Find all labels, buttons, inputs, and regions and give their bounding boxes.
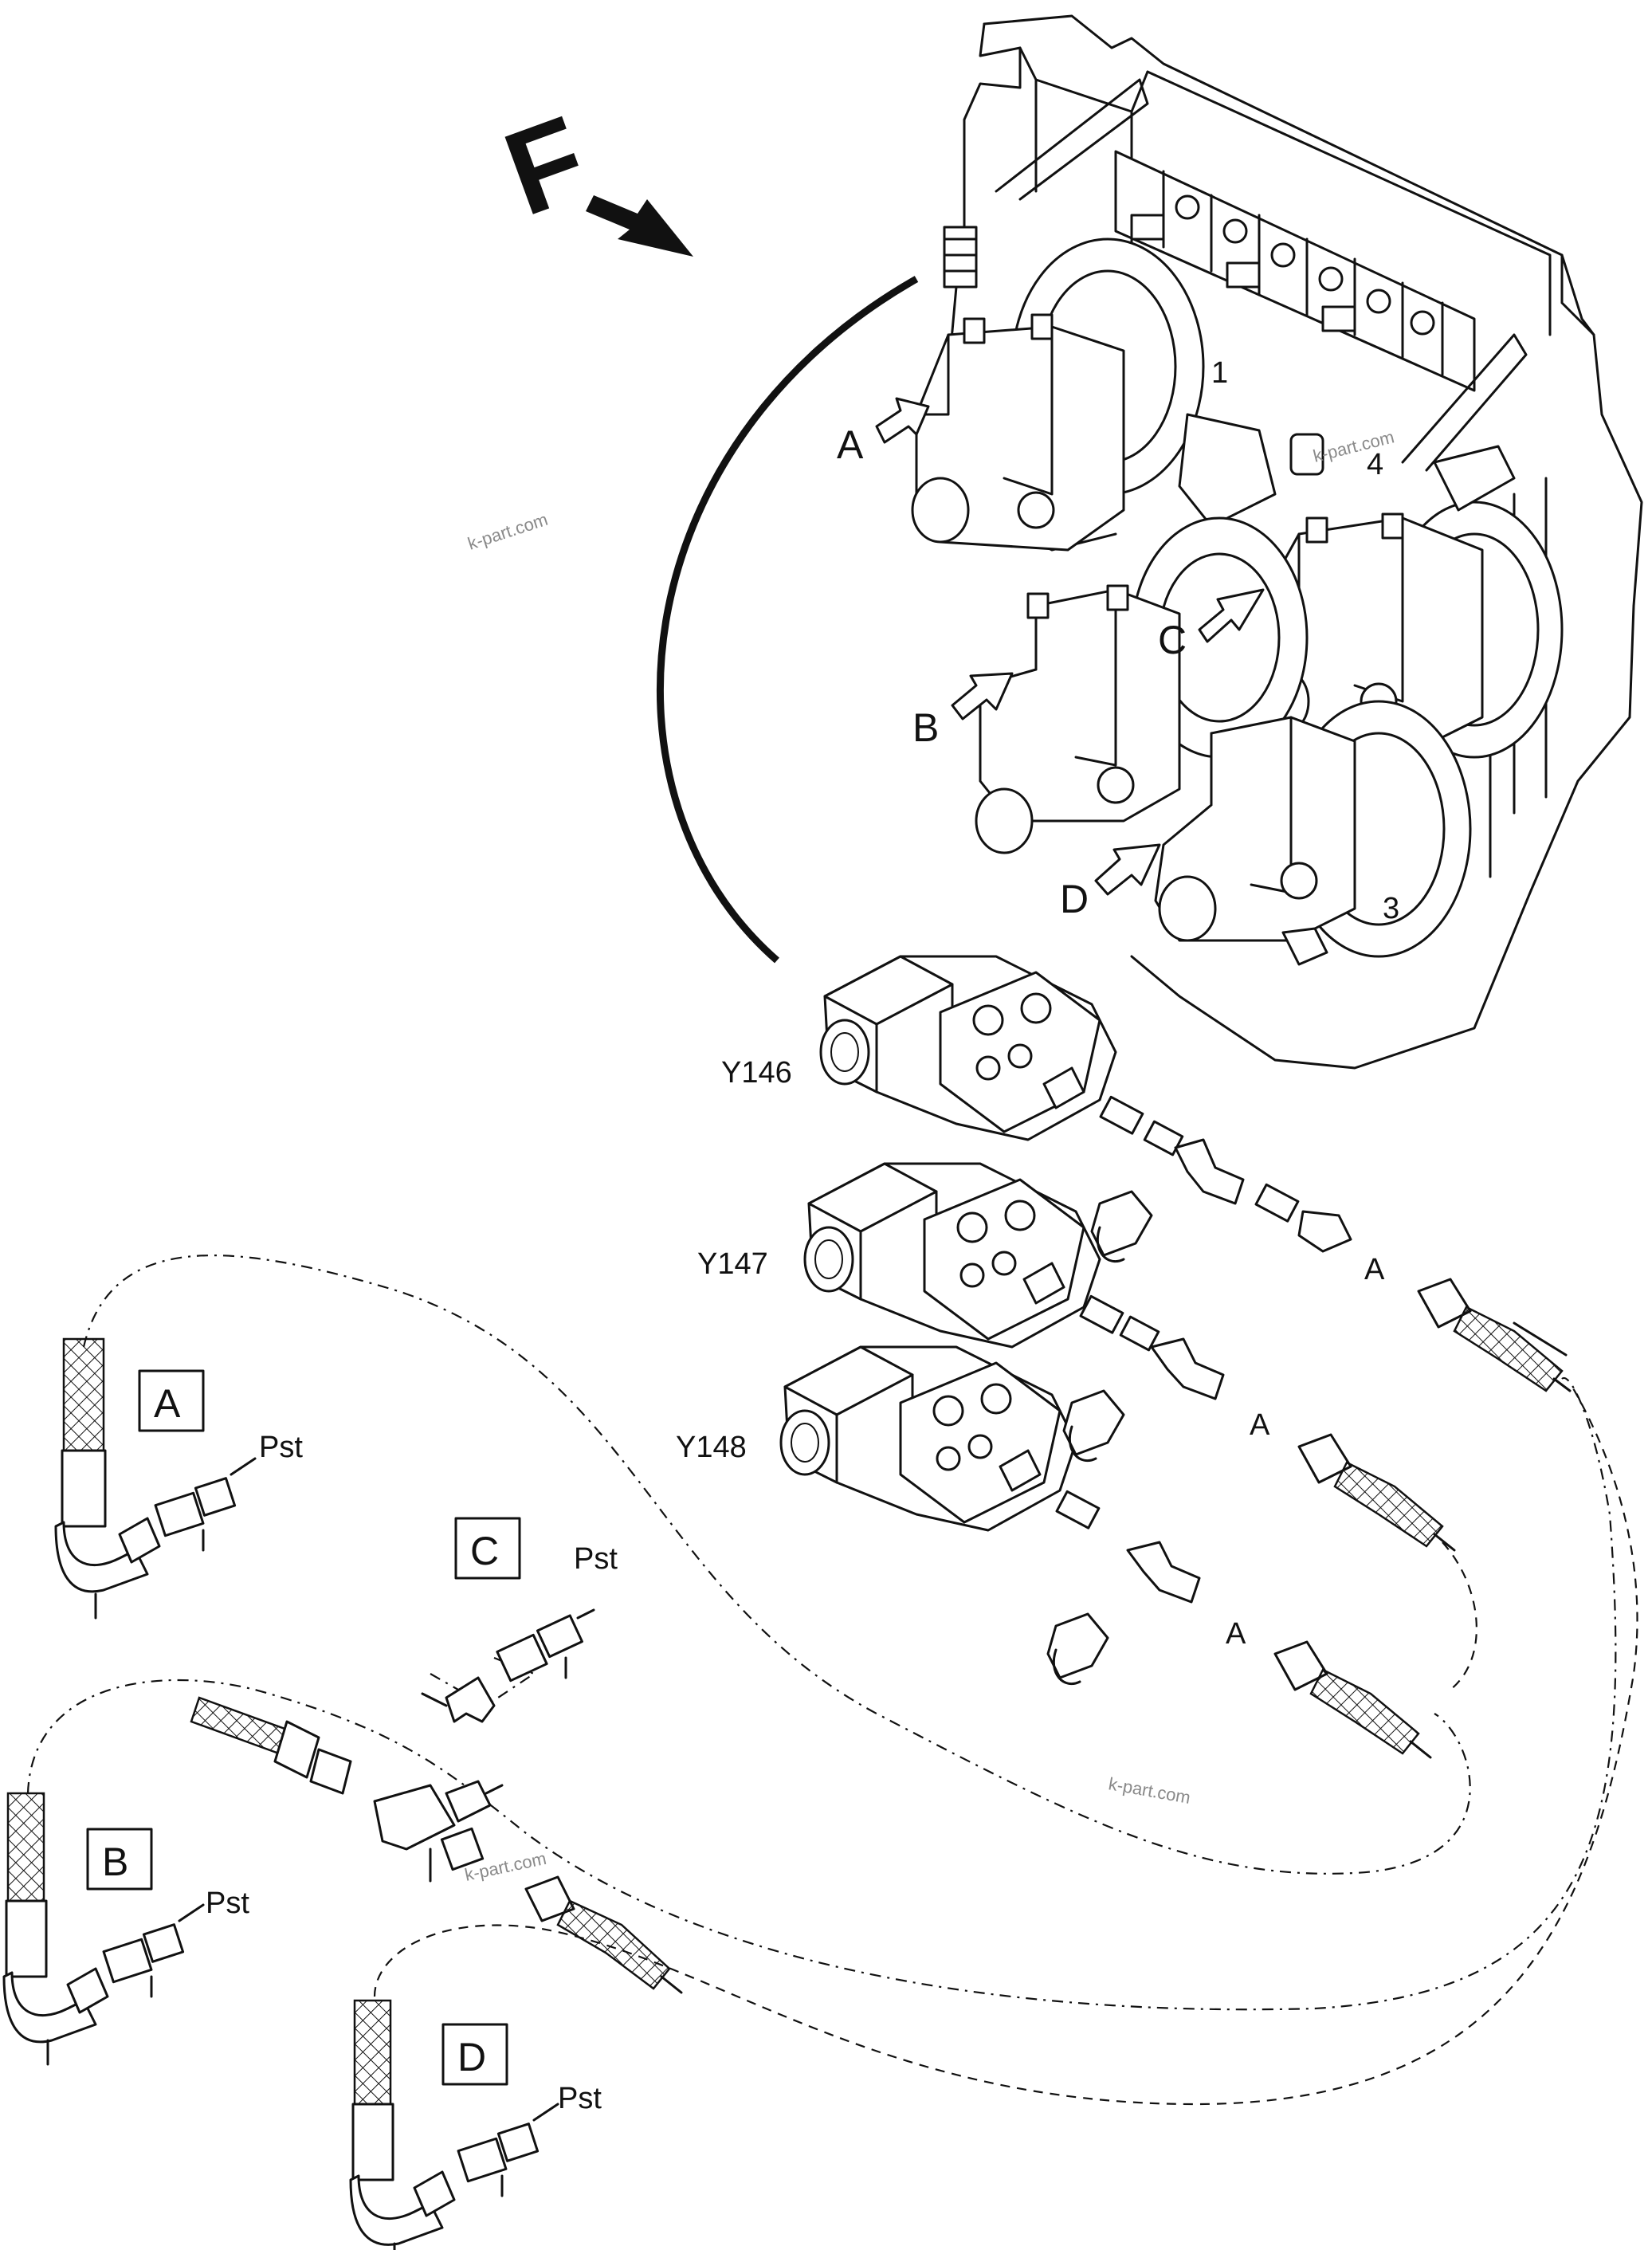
detail-box-b [86, 1828, 153, 1891]
detail-c: C Pst [190, 1517, 683, 1994]
view-arrow-icon [586, 195, 693, 257]
nut-icon [118, 1517, 161, 1564]
detail-b: B Pst [2, 1792, 249, 2066]
engine-assembly: 1 4 3 [911, 14, 1643, 1070]
hose-end-3 [1273, 1640, 1432, 1759]
nut-icon [413, 2170, 456, 2217]
detail-box-c [454, 1517, 521, 1580]
detail-label-b: B [102, 1840, 128, 1884]
hose-end-2 [1297, 1433, 1456, 1552]
valve-y146: Y146 [721, 955, 1117, 1141]
callout-a: A [837, 422, 864, 467]
watermark: k-part.com [465, 509, 551, 554]
callout-c: C [1158, 618, 1187, 662]
detail-box-d [441, 2023, 508, 2086]
fittings-y146 [1042, 1066, 1352, 1263]
detail-d: D Pst [349, 1999, 602, 2250]
valve-label-y148: Y148 [676, 1431, 747, 1464]
port-label-pst-b: Pst [206, 1887, 249, 1920]
line-label-a3: A [1226, 1617, 1246, 1651]
detail-a: A Pst [54, 1337, 303, 1620]
detail-label-d: D [457, 2035, 486, 2079]
view-arrow-f: F [489, 90, 693, 257]
valve-y147: Y147 [697, 1162, 1101, 1349]
nut-icon [309, 1748, 352, 1795]
view-arc [657, 276, 919, 964]
valve-y148: Y148 [676, 1345, 1077, 1532]
view-label: F [489, 90, 603, 241]
test-cap-icon [1062, 1389, 1125, 1456]
fittings-y148 [999, 1449, 1201, 1686]
valve-label-y146: Y146 [721, 1056, 792, 1090]
test-cap-icon [1046, 1612, 1109, 1679]
line-label-a2: A [1250, 1408, 1270, 1442]
arrow-c-icon [1198, 588, 1265, 643]
line-label-a1: A [1364, 1253, 1385, 1286]
watermark: k-part.com [1107, 1773, 1192, 1808]
port-label-pst-d: Pst [558, 2082, 602, 2115]
engine-number-4: 4 [1367, 448, 1383, 481]
arrow-d-icon [1094, 843, 1161, 896]
arrow-b-icon [951, 672, 1014, 721]
hose-end-1 [1417, 1278, 1572, 1392]
nut-icon [66, 1967, 109, 2014]
detail-box-a [138, 1369, 205, 1432]
fittings-y147 [1022, 1262, 1225, 1463]
port-label-pst-c: Pst [574, 1542, 618, 1576]
detail-label-a: A [154, 1381, 181, 1426]
detail-label-c: C [470, 1529, 499, 1573]
engine-number-1: 1 [1211, 356, 1228, 390]
valve-label-y147: Y147 [697, 1247, 768, 1281]
callout-b: B [912, 705, 939, 750]
test-cap-icon [1090, 1190, 1153, 1257]
callout-d: D [1060, 877, 1089, 921]
engine-number-3: 3 [1383, 892, 1399, 925]
port-label-pst-a: Pst [259, 1431, 303, 1464]
arrow-a-icon [875, 397, 930, 444]
callout-arrows: A C B D [837, 397, 1265, 921]
